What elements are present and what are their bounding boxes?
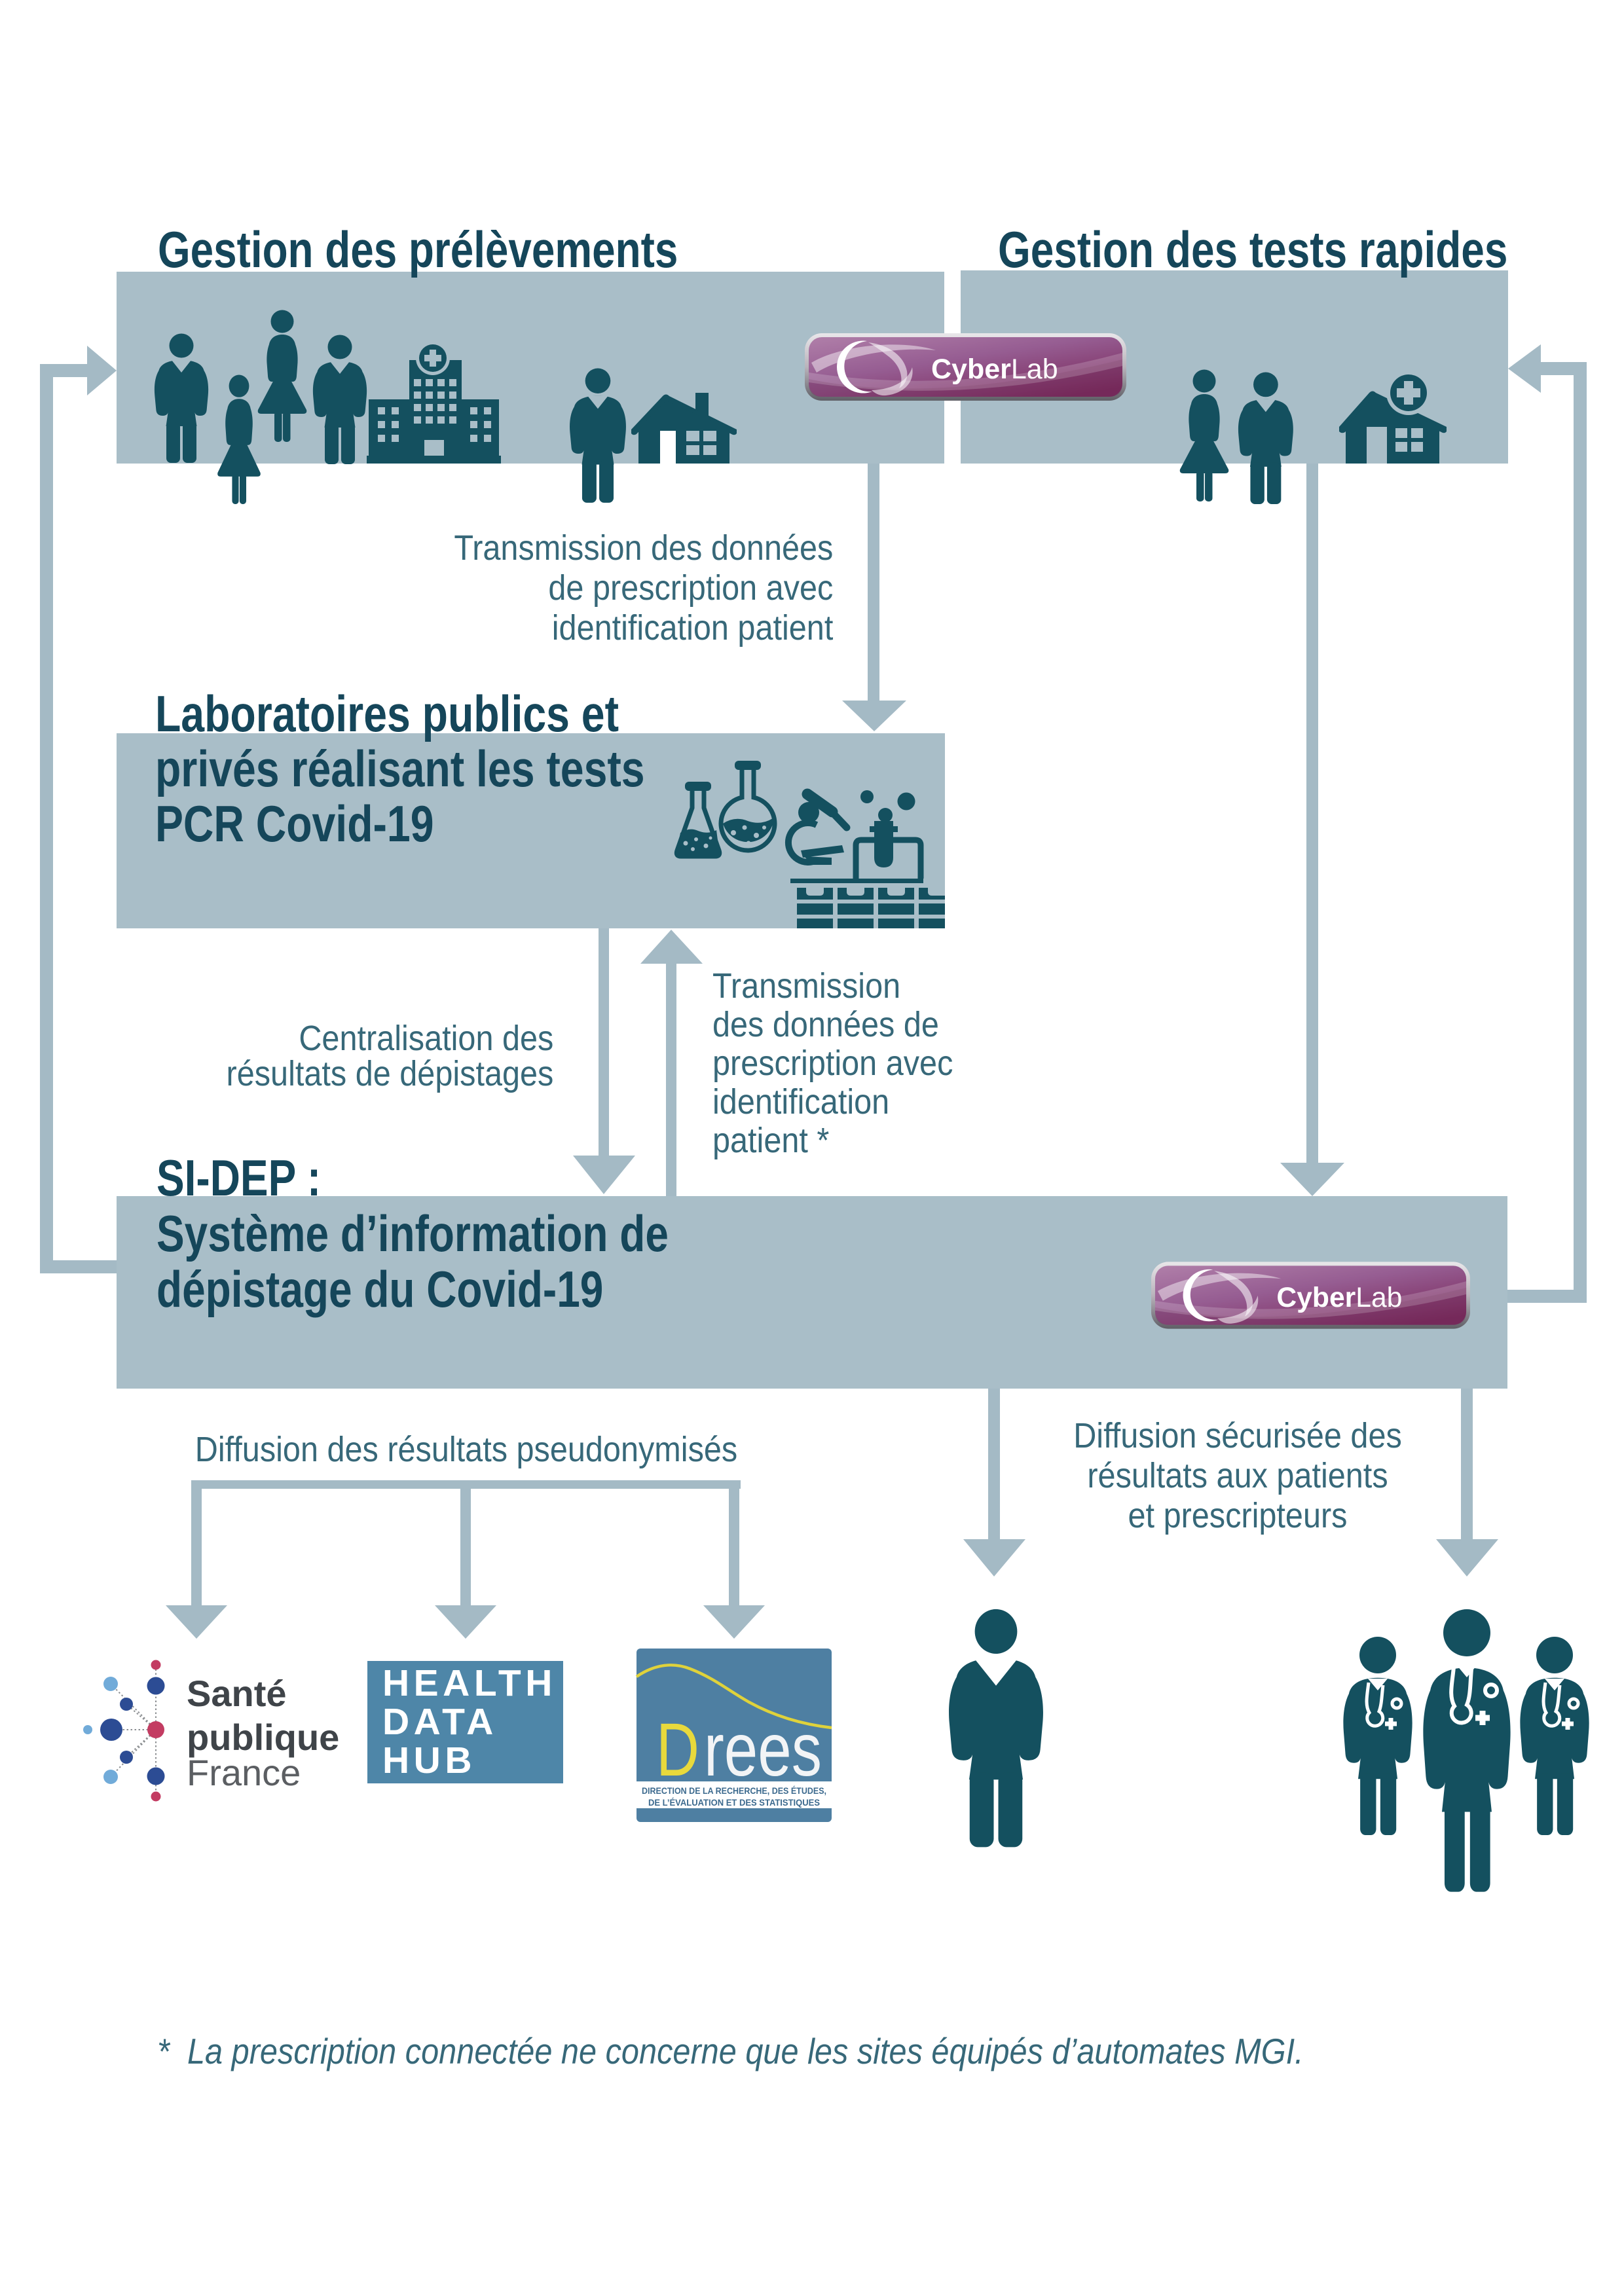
svg-text:rees: rees: [704, 1708, 822, 1792]
svg-text:CyberLab: CyberLab: [931, 354, 1058, 385]
svg-text:D: D: [656, 1708, 699, 1792]
svg-text:publique: publique: [187, 1717, 339, 1758]
svg-text:Santé: Santé: [187, 1673, 287, 1714]
svg-text:DE L’ÉVALUATION ET DES STATIST: DE L’ÉVALUATION ET DES STATISTIQUES: [648, 1797, 820, 1808]
svg-text:DIRECTION DE LA RECHERCHE, DES: DIRECTION DE LA RECHERCHE, DES ÉTUDES,: [642, 1785, 826, 1796]
svg-text:France: France: [187, 1752, 301, 1793]
svg-text:CyberLab: CyberLab: [1276, 1282, 1402, 1313]
